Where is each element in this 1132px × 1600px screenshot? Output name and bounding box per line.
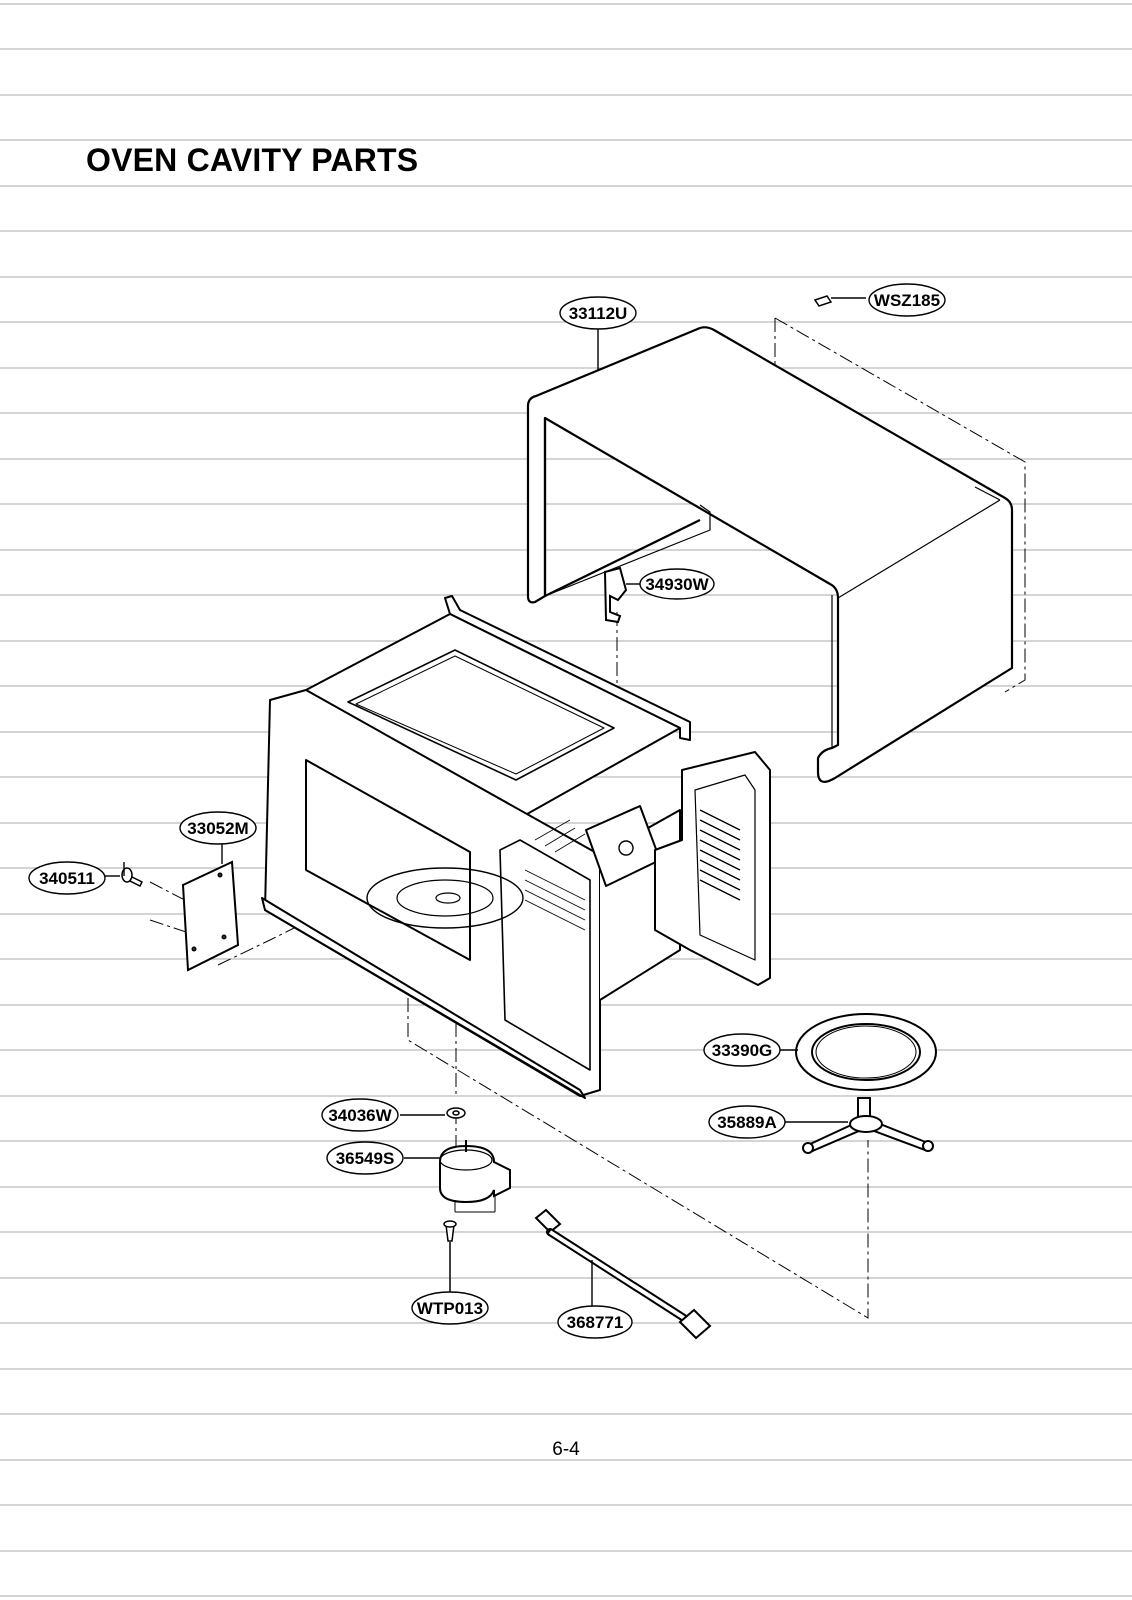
callout-35889a: 35889A: [708, 1105, 786, 1139]
page-number: 6-4: [552, 1439, 580, 1460]
screw-340511: [121, 867, 144, 888]
page-title: OVEN CAVITY PARTS: [86, 142, 419, 178]
callout-33390g: 33390G: [703, 1033, 781, 1067]
callout-wsz185: WSZ185: [868, 283, 946, 317]
callout-label-340511: 340511: [39, 869, 95, 888]
callout-34036w: 34036W: [321, 1098, 399, 1132]
roller-ring-35889a: [802, 1097, 934, 1154]
callout-label-34930w: 34930W: [645, 575, 709, 594]
callout-label-33052m: 33052M: [187, 819, 248, 838]
wire-harness-368771: [534, 1208, 712, 1340]
callout-label-33390g: 33390G: [712, 1041, 773, 1060]
callout-368771: 368771: [557, 1305, 633, 1339]
callout-34930w: 34930W: [639, 568, 715, 600]
callout-33052m: 33052M: [179, 811, 257, 845]
washer-34036w: [446, 1107, 466, 1119]
callout-340511: 340511: [28, 861, 106, 895]
callout-label-368771: 368771: [567, 1313, 624, 1332]
callout-36549s: 36549S: [326, 1141, 404, 1175]
motor-36549s: [439, 1140, 511, 1213]
callout-wtp013: WTP013: [411, 1291, 489, 1325]
cover-plate-33052m: [181, 860, 240, 972]
callout-label-wsz185: WSZ185: [874, 291, 940, 310]
leader-lines: [104, 325, 848, 1159]
screw-wsz185: [813, 295, 866, 307]
outer-case: [526, 326, 1014, 783]
callout-label-34036w: 34036W: [328, 1106, 392, 1125]
callout-label-wtp013: WTP013: [417, 1299, 483, 1318]
callout-label-36549s: 36549S: [336, 1149, 395, 1168]
clip-34930w: [603, 566, 640, 624]
callout-33112u: 33112U: [559, 296, 637, 330]
glass-tray-33390g: [795, 1013, 937, 1091]
callout-label-35889a: 35889A: [717, 1113, 777, 1132]
screw-wtp013: [443, 1220, 457, 1298]
callout-label-33112u: 33112U: [569, 304, 628, 323]
oven-cavity: [261, 595, 771, 1099]
